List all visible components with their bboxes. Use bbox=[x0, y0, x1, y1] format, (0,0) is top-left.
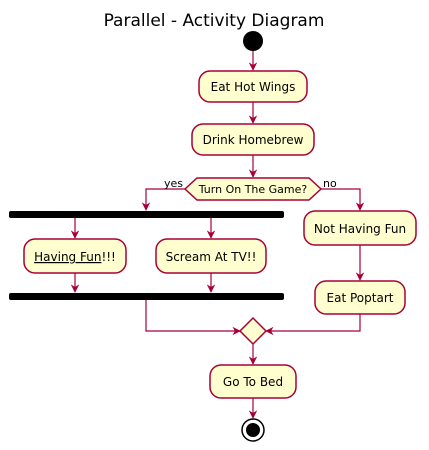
diagram-title: Parallel - Activity Diagram bbox=[104, 11, 325, 31]
activity-scream-at-tv-label: Scream At TV!! bbox=[166, 250, 257, 264]
having-fun-suffix: !!! bbox=[101, 250, 115, 264]
join-bar bbox=[9, 293, 284, 300]
edges bbox=[70, 51, 365, 419]
activity-not-having-fun: Not Having Fun bbox=[303, 210, 417, 246]
activity-eat-hot-wings: Eat Hot Wings bbox=[198, 70, 308, 103]
activity-eat-poptart: Eat Poptart bbox=[314, 280, 406, 315]
edge-poptart-to-merge bbox=[265, 314, 361, 336]
start-node bbox=[243, 31, 263, 51]
edge-yes-branch bbox=[141, 188, 185, 211]
activity-not-having-fun-label: Not Having Fun bbox=[314, 222, 406, 236]
decision-turn-on-game: Turn On The Game? bbox=[183, 177, 323, 201]
activity-drink-homebrew: Drink Homebrew bbox=[191, 123, 315, 156]
activity-go-to-bed-label: Go To Bed bbox=[223, 375, 283, 389]
edge-no-branch bbox=[321, 188, 365, 211]
edge-label-yes: yes bbox=[164, 177, 183, 190]
fork-bar bbox=[9, 211, 284, 218]
edge-label-no: no bbox=[323, 177, 337, 190]
edge-join-to-merge bbox=[145, 300, 241, 336]
activity-eat-poptart-label: Eat Poptart bbox=[327, 291, 394, 305]
merge-diamond bbox=[238, 316, 268, 346]
activity-having-fun: Having Fun!!! bbox=[23, 238, 127, 274]
activity-drink-homebrew-label: Drink Homebrew bbox=[203, 133, 304, 147]
having-fun-link[interactable]: Having Fun bbox=[34, 250, 101, 264]
decision-label: Turn On The Game? bbox=[198, 183, 308, 196]
activity-eat-hot-wings-label: Eat Hot Wings bbox=[211, 80, 296, 94]
activity-scream-at-tv: Scream At TV!! bbox=[155, 238, 267, 274]
activity-having-fun-label: Having Fun!!! bbox=[34, 250, 116, 264]
activity-go-to-bed: Go To Bed bbox=[209, 364, 297, 399]
end-node bbox=[241, 418, 265, 442]
